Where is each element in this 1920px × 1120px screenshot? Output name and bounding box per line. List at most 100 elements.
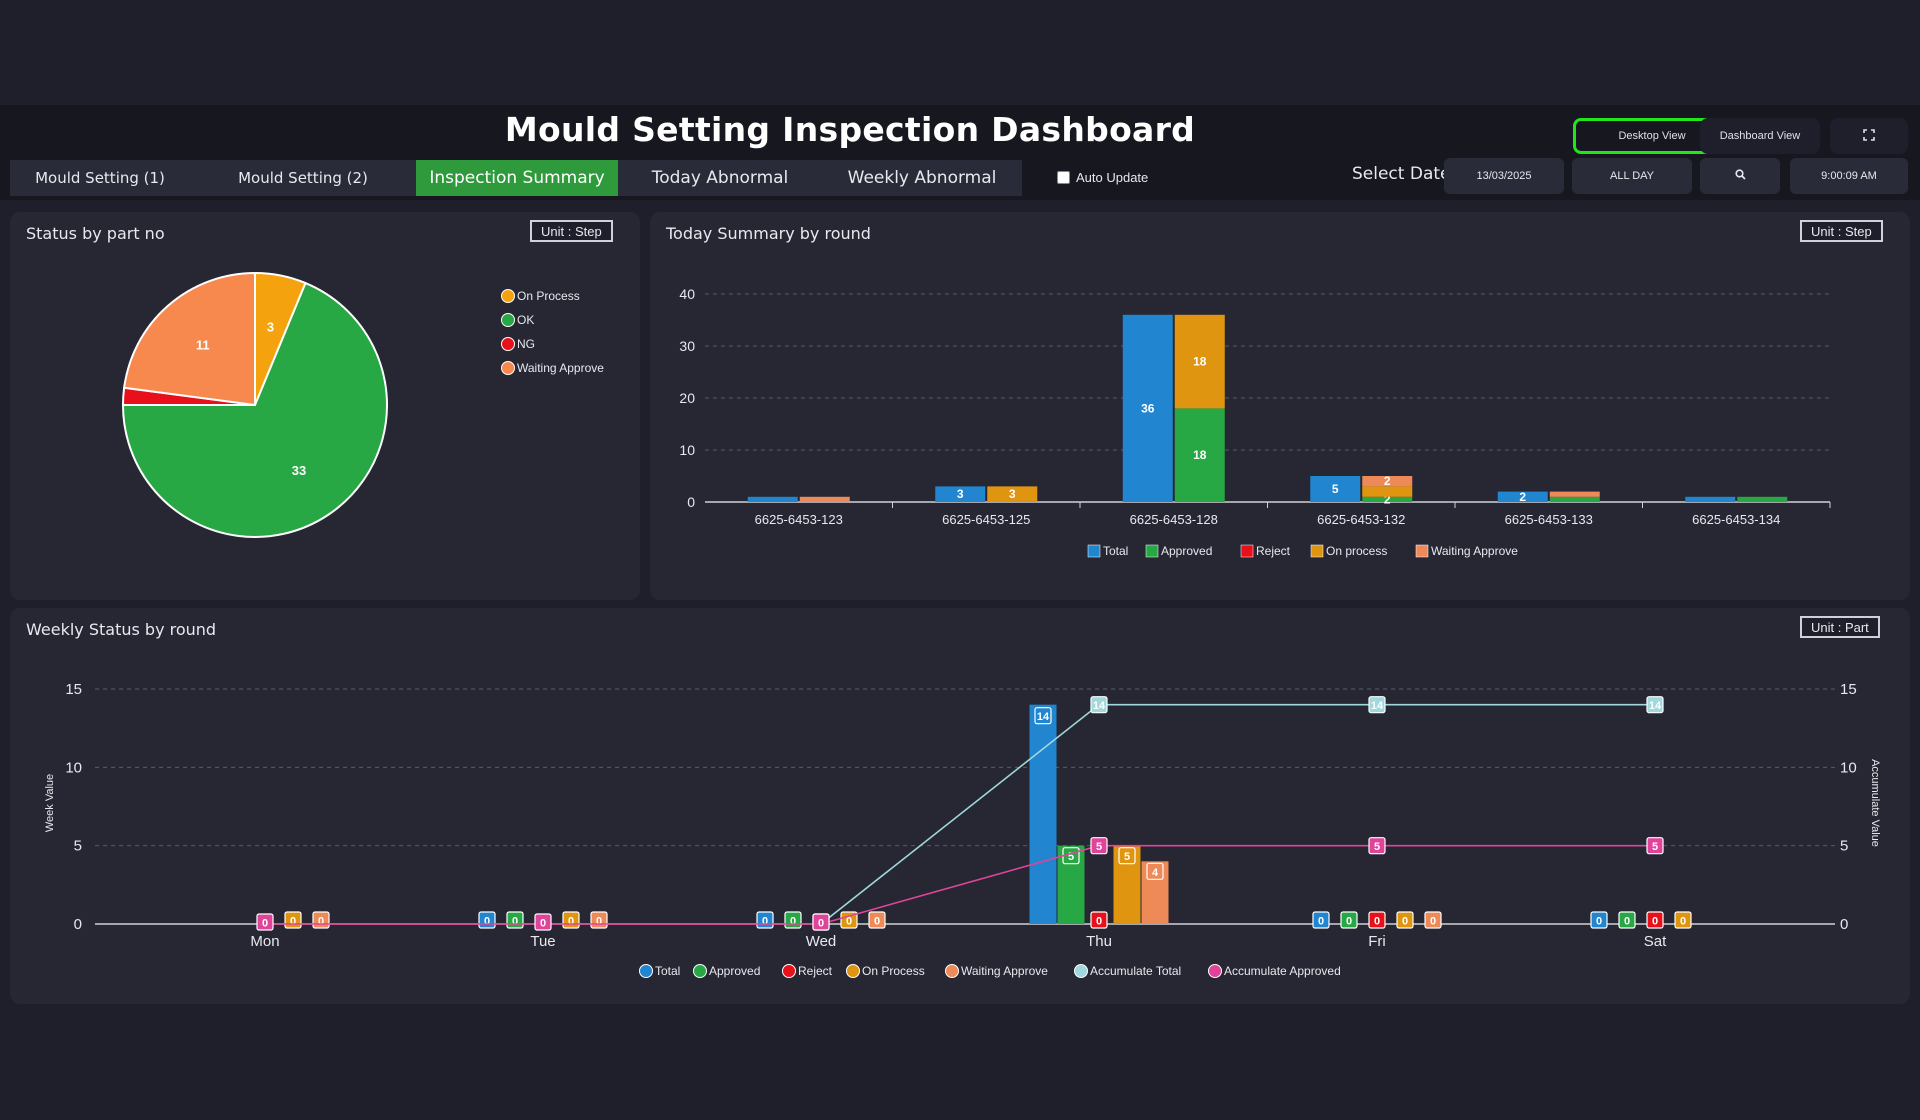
weekly-line-label: 14 bbox=[1368, 696, 1386, 714]
weekly-bar-label-text: 0 bbox=[1652, 916, 1658, 928]
weekly-line-label-box bbox=[812, 913, 830, 931]
bar-total bbox=[1122, 314, 1173, 502]
x-tick-label: Tue bbox=[530, 933, 555, 950]
weekly-legend-label: Accumulate Approved bbox=[1224, 964, 1341, 978]
pie-legend-marker bbox=[501, 361, 515, 375]
tab-weekly-abnormal[interactable]: Weekly Abnormal bbox=[847, 168, 997, 188]
weekly-legend-label: Approved bbox=[709, 964, 760, 978]
auto-update-toggle[interactable]: Auto Update bbox=[1057, 170, 1148, 185]
weekly-bar-label-box bbox=[840, 911, 858, 929]
weekly-bar-label: 0 bbox=[312, 911, 330, 929]
weekly-bar-label-text: 0 bbox=[596, 916, 602, 928]
weekly-bar-label-text: 0 bbox=[1430, 916, 1436, 928]
bar-approved bbox=[1174, 408, 1225, 502]
tab-bar: Mould Setting (1) Mould Setting (2) Insp… bbox=[10, 160, 1022, 196]
bar-approved bbox=[1737, 496, 1788, 502]
weekly-bar-label-text: 0 bbox=[512, 916, 518, 928]
y-tick-label: 40 bbox=[679, 286, 695, 302]
weekly-line-label-text: 5 bbox=[1652, 841, 1658, 853]
pie-legend-label: On Process bbox=[517, 289, 580, 303]
weekly-legend-label: Reject bbox=[798, 964, 833, 978]
weekly-bar-label-text: 0 bbox=[1096, 916, 1102, 928]
pie-legend-marker bbox=[501, 313, 515, 327]
weekly-line-accumulate-approved bbox=[265, 844, 1655, 925]
y-tick-label: 15 bbox=[65, 681, 82, 698]
today-legend-marker bbox=[1310, 544, 1324, 558]
weekly-line-label: 0 bbox=[812, 913, 830, 931]
weekly-legend-label: On Process bbox=[862, 964, 925, 978]
tab-mould-setting-1[interactable]: Mould Setting (1) bbox=[35, 169, 165, 187]
tab-today-abnormal[interactable]: Today Abnormal bbox=[651, 168, 789, 188]
bar-on-process bbox=[1362, 486, 1413, 497]
tab-inspection-summary[interactable]: Inspection Summary bbox=[416, 160, 618, 196]
weekly-bar-label-box bbox=[1618, 911, 1636, 929]
bar-waiting-approve bbox=[799, 496, 850, 502]
fullscreen-button[interactable] bbox=[1830, 118, 1908, 154]
bar-total bbox=[1497, 491, 1548, 502]
weekly-bar-label-box bbox=[1118, 847, 1136, 865]
y2-tick-label: 5 bbox=[1840, 838, 1848, 855]
date-input[interactable]: 13/03/2025 bbox=[1444, 158, 1564, 194]
weekly-bar-label: 0 bbox=[1424, 911, 1442, 929]
weekly-bar-label-text: 0 bbox=[484, 916, 490, 928]
x-tick-label: 6625-6453-123 bbox=[755, 512, 843, 527]
pie-slice-ok bbox=[121, 281, 388, 538]
weekly-bar-label-text: 0 bbox=[762, 916, 768, 928]
weekly-line-label: 0 bbox=[256, 913, 274, 931]
weekly-bar-label-text: 0 bbox=[568, 916, 574, 928]
weekly-legend-marker bbox=[945, 964, 959, 978]
weekly-bar-label-box bbox=[1424, 911, 1442, 929]
x-tick-label: 6625-6453-133 bbox=[1505, 512, 1593, 527]
weekly-bar-label: 0 bbox=[1618, 911, 1636, 929]
weekly-panel-title: Weekly Status by round bbox=[26, 620, 217, 639]
y-tick-label: 10 bbox=[679, 442, 695, 458]
x-tick-label: Mon bbox=[250, 933, 279, 950]
pie-legend-label: Waiting Approve bbox=[517, 361, 604, 375]
time-display: 9:00:09 AM bbox=[1790, 158, 1908, 194]
bar-label: 2 bbox=[1384, 474, 1391, 488]
bar-total bbox=[1685, 496, 1736, 502]
weekly-legend-marker bbox=[639, 964, 653, 978]
select-date-label: Select Date bbox=[1352, 164, 1451, 184]
x-tick-label: Sat bbox=[1644, 933, 1667, 950]
today-legend-marker bbox=[1415, 544, 1429, 558]
weekly-line-label: 5 bbox=[1090, 837, 1108, 855]
tab-mould-setting-2[interactable]: Mould Setting (2) bbox=[238, 169, 368, 187]
weekly-legend-marker bbox=[1208, 964, 1222, 978]
weekly-legend-label: Total bbox=[655, 964, 680, 978]
weekly-bar-label-text: 0 bbox=[1596, 916, 1602, 928]
weekly-line-label-text: 14 bbox=[1371, 700, 1384, 712]
dashboard-view-button[interactable]: Dashboard View bbox=[1700, 118, 1820, 154]
weekly-bar-label-text: 0 bbox=[790, 916, 796, 928]
today-legend-label: Reject bbox=[1256, 544, 1291, 558]
weekly-bar-label-text: 0 bbox=[318, 916, 324, 928]
bar-waiting-approve bbox=[1362, 476, 1413, 487]
weekly-bar-label-box bbox=[1034, 707, 1052, 725]
period-select[interactable]: ALL DAY bbox=[1572, 158, 1692, 194]
weekly-line-label-text: 14 bbox=[1093, 700, 1106, 712]
weekly-bar-label: 0 bbox=[1312, 911, 1330, 929]
search-button[interactable] bbox=[1700, 158, 1780, 194]
today-panel-title: Today Summary by round bbox=[666, 224, 871, 243]
weekly-bar-label: 0 bbox=[1090, 911, 1108, 929]
weekly-line-label-text: 5 bbox=[1096, 841, 1102, 853]
pie-label: 11 bbox=[196, 337, 210, 352]
weekly-bar-label: 0 bbox=[478, 911, 496, 929]
today-unit-badge: Unit : Step bbox=[1800, 220, 1883, 242]
weekly-line-label-text: 0 bbox=[818, 918, 824, 930]
weekly-line-label-box bbox=[1090, 837, 1108, 855]
weekly-line-accumulate-total bbox=[820, 703, 1655, 925]
weekly-bar-label-box bbox=[1090, 911, 1108, 929]
weekly-bar-label-text: 14 bbox=[1037, 711, 1050, 723]
x-tick-label: 6625-6453-134 bbox=[1692, 512, 1780, 527]
bar-label: 2 bbox=[1384, 492, 1391, 506]
auto-update-checkbox[interactable] bbox=[1057, 171, 1070, 184]
x-tick-label: Thu bbox=[1086, 933, 1112, 950]
weekly-bar-label-box bbox=[1396, 911, 1414, 929]
bar-label: 2 bbox=[1519, 490, 1526, 504]
weekly-bar-label: 0 bbox=[562, 911, 580, 929]
weekly-bar-label: 0 bbox=[756, 911, 774, 929]
pie-legend-label: NG bbox=[517, 337, 535, 351]
weekly-bar-label-text: 0 bbox=[874, 916, 880, 928]
